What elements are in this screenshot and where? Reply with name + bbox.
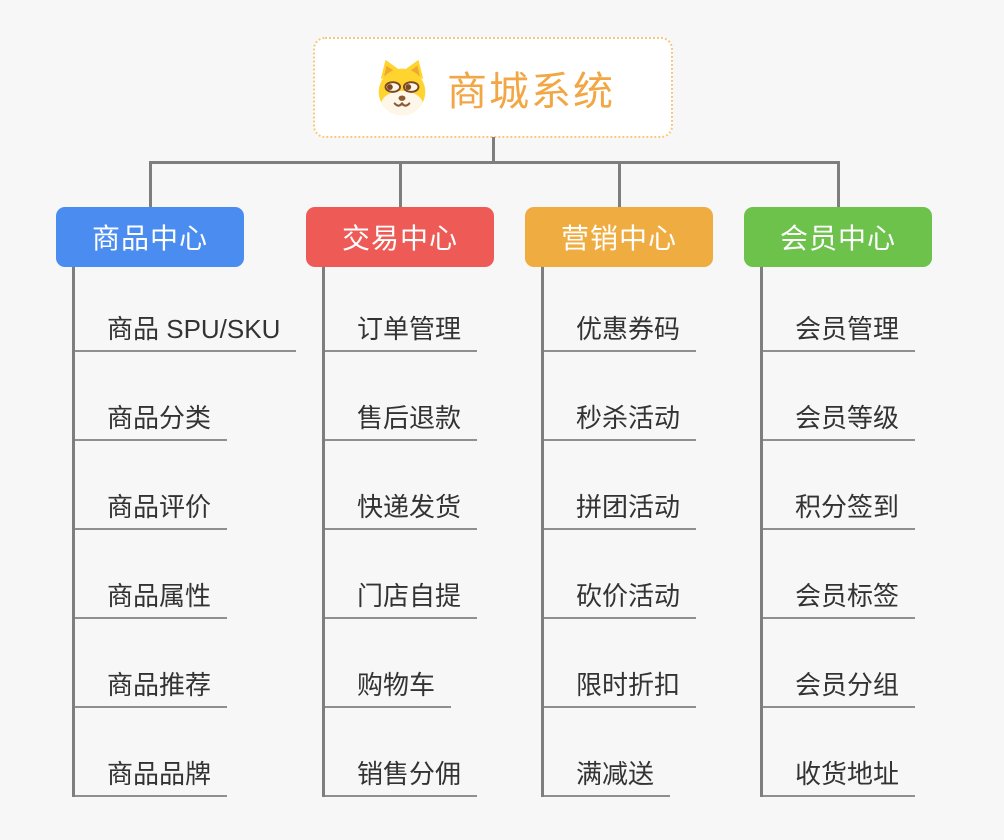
child-label: 优惠券码 — [576, 314, 681, 345]
branch-child-item[interactable]: 订单管理 — [325, 267, 478, 352]
branch-group: 会员中心 会员管理 会员等级 积分签到 会员标签 会员分组 收货地址 — [744, 207, 932, 797]
branch-child-item[interactable]: 商品 SPU/SKU — [75, 267, 297, 352]
branch-label: 会员中心 — [779, 223, 896, 254]
child-label: 门店自提 — [357, 581, 462, 612]
branch-child-item[interactable]: 快递发货 — [325, 441, 478, 530]
branch-child-item[interactable]: 满减送 — [544, 708, 671, 797]
branch-node[interactable]: 交易中心 — [306, 207, 494, 267]
child-label: 销售分佣 — [357, 759, 462, 790]
branch-child-item[interactable]: 售后退款 — [325, 352, 478, 441]
branch-child-item[interactable]: 会员管理 — [763, 267, 916, 352]
child-label: 满减送 — [576, 759, 655, 790]
branch-group: 交易中心 订单管理 售后退款 快递发货 门店自提 购物车 销售分佣 — [306, 207, 494, 797]
branch-child-item[interactable]: 商品推荐 — [75, 619, 228, 708]
branch-child-item[interactable]: 商品评价 — [75, 441, 228, 530]
child-label: 商品属性 — [107, 581, 212, 612]
branch-node[interactable]: 会员中心 — [744, 207, 932, 267]
branch-node[interactable]: 商品中心 — [56, 207, 244, 267]
dog-face-icon — [378, 59, 426, 115]
branch-child-item[interactable]: 门店自提 — [325, 530, 478, 619]
branch-child-item[interactable]: 收货地址 — [763, 708, 916, 797]
child-label: 会员管理 — [795, 314, 900, 345]
child-label: 会员分组 — [795, 670, 900, 701]
child-label: 秒杀活动 — [576, 403, 681, 434]
connector-drop-line — [149, 161, 152, 207]
child-label: 快递发货 — [357, 492, 462, 523]
child-label: 商品推荐 — [107, 670, 212, 701]
connector-drop-line — [618, 161, 621, 207]
connector-root-stub — [492, 137, 495, 163]
child-label: 订单管理 — [357, 314, 462, 345]
connector-drop-line — [837, 161, 840, 207]
child-label: 商品分类 — [107, 403, 212, 434]
branch-children: 订单管理 售后退款 快递发货 门店自提 购物车 销售分佣 — [322, 267, 478, 797]
child-label: 商品 SPU/SKU — [107, 314, 281, 345]
root-node[interactable]: 商城系统 — [313, 37, 673, 138]
branch-child-item[interactable]: 商品属性 — [75, 530, 228, 619]
branch-child-item[interactable]: 限时折扣 — [544, 619, 697, 708]
branch-node[interactable]: 营销中心 — [525, 207, 713, 267]
branch-child-item[interactable]: 秒杀活动 — [544, 352, 697, 441]
branch-label: 营销中心 — [560, 223, 677, 254]
child-label: 售后退款 — [357, 403, 462, 434]
branch-child-item[interactable]: 积分签到 — [763, 441, 916, 530]
branch-label: 交易中心 — [341, 223, 458, 254]
branch-children: 优惠券码 秒杀活动 拼团活动 砍价活动 限时折扣 满减送 — [541, 267, 697, 797]
child-label: 会员等级 — [795, 403, 900, 434]
branch-children: 会员管理 会员等级 积分签到 会员标签 会员分组 收货地址 — [760, 267, 916, 797]
child-label: 拼团活动 — [576, 492, 681, 523]
branch-group: 营销中心 优惠券码 秒杀活动 拼团活动 砍价活动 限时折扣 满减送 — [525, 207, 713, 797]
child-label: 积分签到 — [795, 492, 900, 523]
child-label: 商品品牌 — [107, 759, 212, 790]
child-label: 会员标签 — [795, 581, 900, 612]
branch-child-item[interactable]: 拼团活动 — [544, 441, 697, 530]
connector-horizontal-bar — [149, 161, 840, 164]
branch-label: 商品中心 — [91, 223, 208, 254]
branch-child-item[interactable]: 优惠券码 — [544, 267, 697, 352]
branch-child-item[interactable]: 会员标签 — [763, 530, 916, 619]
branch-child-item[interactable]: 商品品牌 — [75, 708, 228, 797]
branch-child-item[interactable]: 会员分组 — [763, 619, 916, 708]
connector-drop-line — [399, 161, 402, 207]
root-title: 商城系统 — [447, 69, 615, 114]
child-label: 收货地址 — [795, 759, 900, 790]
child-label: 商品评价 — [107, 492, 212, 523]
branch-child-item[interactable]: 会员等级 — [763, 352, 916, 441]
branch-children: 商品 SPU/SKU 商品分类 商品评价 商品属性 商品推荐 商品品牌 — [72, 267, 297, 797]
child-label: 限时折扣 — [576, 670, 681, 701]
branch-child-item[interactable]: 销售分佣 — [325, 708, 478, 797]
child-label: 砍价活动 — [576, 581, 681, 612]
branch-child-item[interactable]: 商品分类 — [75, 352, 228, 441]
child-label: 购物车 — [357, 670, 436, 701]
branch-child-item[interactable]: 购物车 — [325, 619, 452, 708]
branch-child-item[interactable]: 砍价活动 — [544, 530, 697, 619]
branch-group: 商品中心 商品 SPU/SKU 商品分类 商品评价 商品属性 商品推荐 商品品牌 — [56, 207, 297, 797]
